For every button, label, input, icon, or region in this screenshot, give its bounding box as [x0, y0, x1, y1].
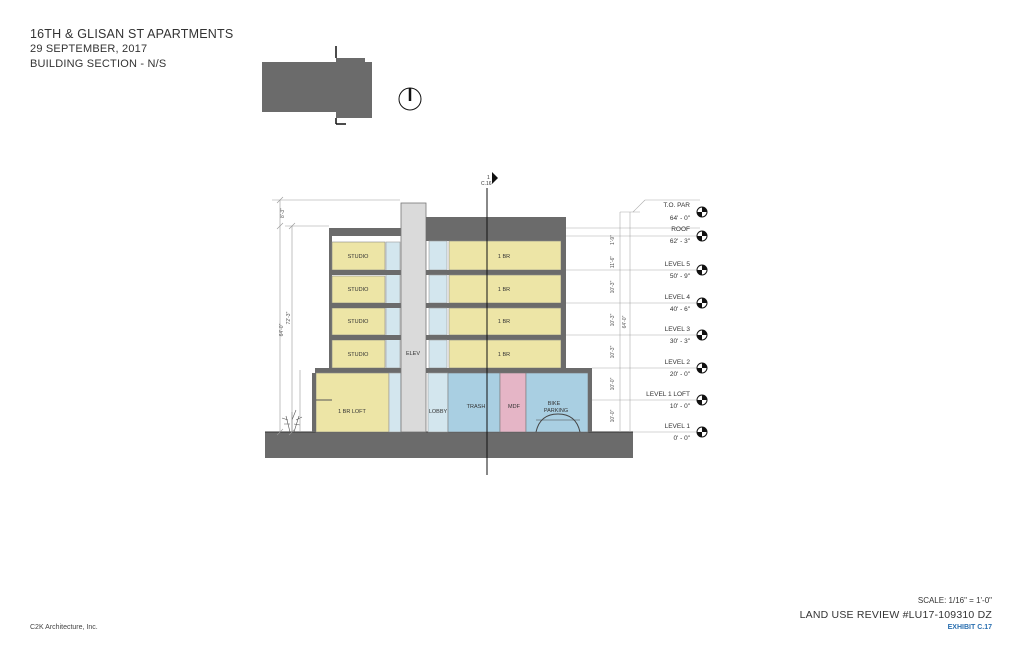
exhibit-number: EXHIBIT C.17 — [947, 624, 992, 631]
room-label-studio: STUDIO — [348, 352, 370, 358]
level-name: LEVEL 2 — [665, 359, 691, 366]
dimension-label: 10'-3" — [610, 280, 616, 293]
level-name: T.O. PAR — [663, 202, 690, 209]
level-name: LEVEL 1 — [665, 423, 691, 430]
dimension-label: 72'-3" — [286, 311, 292, 324]
dimension-label: 10'-3" — [610, 313, 616, 326]
land-use-review-number: LAND USE REVIEW #LU17-109310 DZ — [799, 609, 992, 621]
ground-slab — [265, 432, 633, 458]
level-elevation: 0' - 0" — [673, 435, 690, 442]
room-label-1br: 1 BR — [498, 254, 510, 260]
level-elevation: 40' - 6" — [670, 306, 691, 313]
level-elevation: 10' - 0" — [670, 403, 691, 410]
level-elevation: 62' - 3" — [670, 238, 691, 245]
level-name: LEVEL 3 — [665, 326, 691, 333]
level-markers — [696, 206, 708, 438]
north-arrow-icon — [398, 87, 422, 111]
room-label-bike: BIKE — [548, 401, 561, 407]
level-name: LEVEL 1 LOFT — [646, 391, 690, 398]
drawing-subtitle: BUILDING SECTION - N/S — [30, 58, 167, 70]
dimension-label: 10'-0" — [610, 377, 616, 390]
room-label-studio: STUDIO — [348, 287, 370, 293]
room-label-lobby: LOBBY — [429, 409, 448, 415]
level-elevation: 64' - 0" — [670, 215, 691, 222]
section-marker-sheet: C.16 — [481, 181, 492, 187]
level-elevation: 30' - 3" — [670, 338, 691, 345]
elevator-core — [400, 202, 427, 433]
dimension-label: 8'-3" — [280, 208, 286, 218]
drawing-scale: SCALE: 1/16" = 1'-0" — [917, 596, 992, 605]
level-name: LEVEL 5 — [665, 261, 691, 268]
dimension-label: 10'-3" — [610, 345, 616, 358]
room-label-studio: STUDIO — [348, 254, 370, 260]
room-label-studio: STUDIO — [348, 319, 370, 325]
level-name: LEVEL 4 — [665, 294, 691, 301]
room-label-1br: 1 BR — [498, 287, 510, 293]
level-elevation: 20' - 0" — [670, 371, 691, 378]
section-marker-number: 1 — [487, 175, 490, 181]
room-label-1br: 1 BR — [498, 352, 510, 358]
key-plan — [262, 46, 372, 125]
level-elevation: 50' - 9" — [670, 273, 691, 280]
dimension-total: 64'-0" — [622, 315, 628, 328]
room-label-elev: ELEV — [406, 351, 420, 357]
project-title: 16TH & GLISAN ST APARTMENTS — [30, 27, 234, 41]
dimension-label: 64'-0" — [279, 323, 285, 336]
right-dimensions — [566, 199, 700, 433]
left-dimensions — [272, 196, 400, 436]
room-label-parking: PARKING — [544, 408, 568, 414]
drawing-date: 29 SEPTEMBER, 2017 — [30, 43, 148, 55]
firm-name: C2K Architecture, Inc. — [30, 624, 98, 631]
dimension-label: 10'-0" — [610, 409, 616, 422]
room-label-trash: TRASH — [467, 404, 486, 410]
dimension-label: 1'-9" — [610, 235, 616, 245]
dimension-label: 11'-6" — [610, 256, 616, 269]
room-label-1br-loft: 1 BR LOFT — [338, 409, 366, 415]
room-label-1br: 1 BR — [498, 319, 510, 325]
level-name: ROOF — [671, 226, 690, 233]
room-label-mdf: MDF — [508, 404, 521, 410]
